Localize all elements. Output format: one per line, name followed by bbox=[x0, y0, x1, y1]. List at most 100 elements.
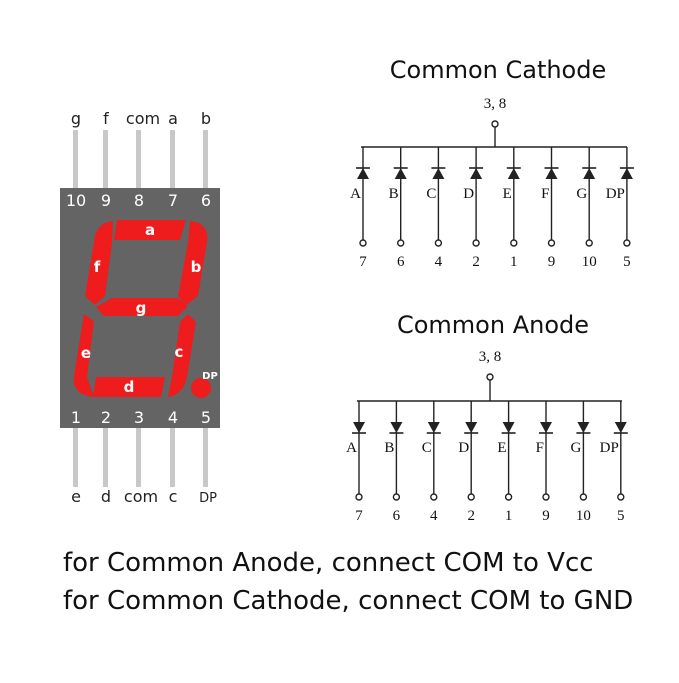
common-anode-diode-e bbox=[502, 422, 515, 433]
segment-label-g: g bbox=[136, 299, 147, 317]
pin-number-1: 1 bbox=[71, 408, 81, 427]
common-anode-diode-c bbox=[427, 422, 440, 433]
common-anode-channel-e: E1 bbox=[497, 401, 516, 524]
segment-label-dp: DP bbox=[202, 371, 218, 382]
common-anode-pin-number-c: 4 bbox=[430, 508, 438, 524]
common-cathode-terminal-d bbox=[472, 239, 480, 247]
note-common-anode: for Common Anode, connect COM to Vcc bbox=[63, 548, 594, 578]
common-cathode-terminal-c bbox=[434, 239, 443, 247]
segment-label-b: b bbox=[191, 258, 202, 276]
pin-6 bbox=[203, 130, 208, 190]
common-anode-channel-dp: DP5 bbox=[600, 401, 628, 524]
seven-segment-display: 10 9 8 7 6 1 2 3 4 5 g f com a b e d com… bbox=[60, 109, 220, 506]
common-cathode-segment-label-dp: DP bbox=[606, 186, 625, 202]
pin-5 bbox=[203, 425, 208, 487]
common-cathode-pin-number-b: 6 bbox=[397, 254, 405, 270]
pin-number-2: 2 bbox=[101, 408, 111, 427]
top-pin-label-b: b bbox=[201, 109, 211, 128]
common-anode-terminal-dp bbox=[617, 493, 625, 501]
common-anode-common-pins: 3, 8 bbox=[479, 349, 502, 365]
common-anode-channel-g: G10 bbox=[571, 401, 591, 524]
common-anode-terminal-c bbox=[430, 493, 438, 501]
pin-2 bbox=[103, 425, 108, 487]
pin-function-labels: g f com a b e d com c DP bbox=[71, 109, 217, 506]
pin-7 bbox=[170, 130, 175, 190]
common-cathode-channel-b: B6 bbox=[389, 147, 408, 270]
segment-dp bbox=[191, 378, 211, 398]
common-anode-diode-f bbox=[540, 422, 552, 433]
segment-b bbox=[178, 221, 208, 305]
common-anode-channel-a: A7 bbox=[346, 401, 366, 524]
segment-label-a: a bbox=[145, 221, 155, 239]
common-anode-terminal-d bbox=[467, 493, 475, 501]
common-cathode-title: Common Cathode bbox=[390, 56, 607, 84]
common-anode-pin-number-a: 7 bbox=[355, 508, 363, 524]
common-cathode-terminal-e bbox=[510, 239, 518, 247]
common-cathode-segment-label-b: B bbox=[389, 186, 399, 202]
common-cathode-diode-a bbox=[357, 168, 369, 179]
top-pin-label-a: a bbox=[168, 109, 178, 128]
pin-number-6: 6 bbox=[201, 191, 211, 210]
common-anode-segment-label-b: B bbox=[384, 440, 394, 456]
common-anode-pin-number-b: 6 bbox=[393, 508, 401, 524]
segment-label-d: d bbox=[124, 378, 135, 396]
top-pin-label-f: f bbox=[103, 109, 109, 128]
common-anode-common-terminal bbox=[486, 373, 494, 381]
top-pins bbox=[73, 130, 208, 190]
common-cathode-channel-a: A7 bbox=[350, 147, 370, 270]
bottom-pin-label-com: com bbox=[124, 487, 158, 506]
common-cathode-segment-label-g: G bbox=[576, 186, 587, 202]
pin-8 bbox=[136, 130, 141, 190]
common-anode-diode-d bbox=[465, 422, 478, 433]
common-cathode-diode-g bbox=[583, 168, 596, 179]
common-cathode-channel-f: F9 bbox=[541, 147, 559, 270]
note-common-cathode: for Common Cathode, connect COM to GND bbox=[63, 586, 634, 616]
segment-label-c: c bbox=[175, 343, 184, 361]
pin-3 bbox=[136, 425, 141, 487]
pin-number-10: 10 bbox=[66, 191, 86, 210]
common-anode-segment-label-e: E bbox=[497, 440, 506, 456]
common-cathode-pin-number-f: 9 bbox=[548, 254, 556, 270]
common-cathode-terminal-dp bbox=[623, 239, 631, 247]
common-cathode-channel-g: G 10 bbox=[576, 147, 597, 270]
common-anode-terminal-f bbox=[542, 493, 550, 501]
common-anode-segment-label-c: C bbox=[422, 440, 432, 456]
common-anode-pin-number-e: 1 bbox=[505, 508, 513, 524]
top-pin-label-com: com bbox=[126, 109, 160, 128]
common-cathode-segment-label-e: E bbox=[503, 186, 512, 202]
common-anode-channel-f: F9 bbox=[536, 401, 553, 524]
common-cathode-diode-d bbox=[470, 168, 483, 179]
common-anode-diode-g bbox=[577, 422, 590, 433]
common-anode-segment-label-a: A bbox=[346, 440, 357, 456]
common-cathode-diode-b bbox=[394, 168, 407, 179]
common-anode-segment-label-d: D bbox=[458, 440, 469, 456]
common-anode-terminal-b bbox=[392, 493, 401, 501]
common-cathode-terminal-f bbox=[547, 239, 556, 247]
pin-10 bbox=[73, 130, 78, 190]
common-cathode-pin-number-g: 10 bbox=[582, 254, 597, 270]
common-anode-title: Common Anode bbox=[397, 311, 589, 339]
common-anode-terminal-a bbox=[355, 493, 363, 501]
common-cathode-pin-number-dp: 5 bbox=[623, 254, 631, 270]
segment-d bbox=[93, 377, 165, 397]
common-anode-terminal-g bbox=[579, 493, 588, 501]
common-cathode-diode-f bbox=[545, 168, 558, 179]
common-cathode-pin-number-d: 2 bbox=[472, 254, 480, 270]
common-cathode-segment-label-a: A bbox=[350, 186, 361, 202]
common-anode-channel-d: D2 bbox=[458, 401, 479, 524]
pin-4 bbox=[170, 425, 175, 487]
pin-number-7: 7 bbox=[168, 191, 178, 210]
common-anode-segment-label-dp: DP bbox=[600, 440, 619, 456]
common-cathode-diode-c bbox=[432, 168, 445, 179]
segment-letters: a b f g e c d DP bbox=[81, 221, 218, 396]
common-cathode-terminal-b bbox=[397, 239, 405, 247]
bottom-pin-label-c: c bbox=[169, 487, 178, 506]
common-anode-channel-c: C4 bbox=[422, 401, 441, 524]
common-cathode-pin-number-c: 4 bbox=[435, 254, 443, 270]
common-anode-terminal-e bbox=[504, 493, 513, 501]
common-anode-diode-dp bbox=[614, 422, 627, 433]
bottom-pins bbox=[73, 425, 208, 487]
